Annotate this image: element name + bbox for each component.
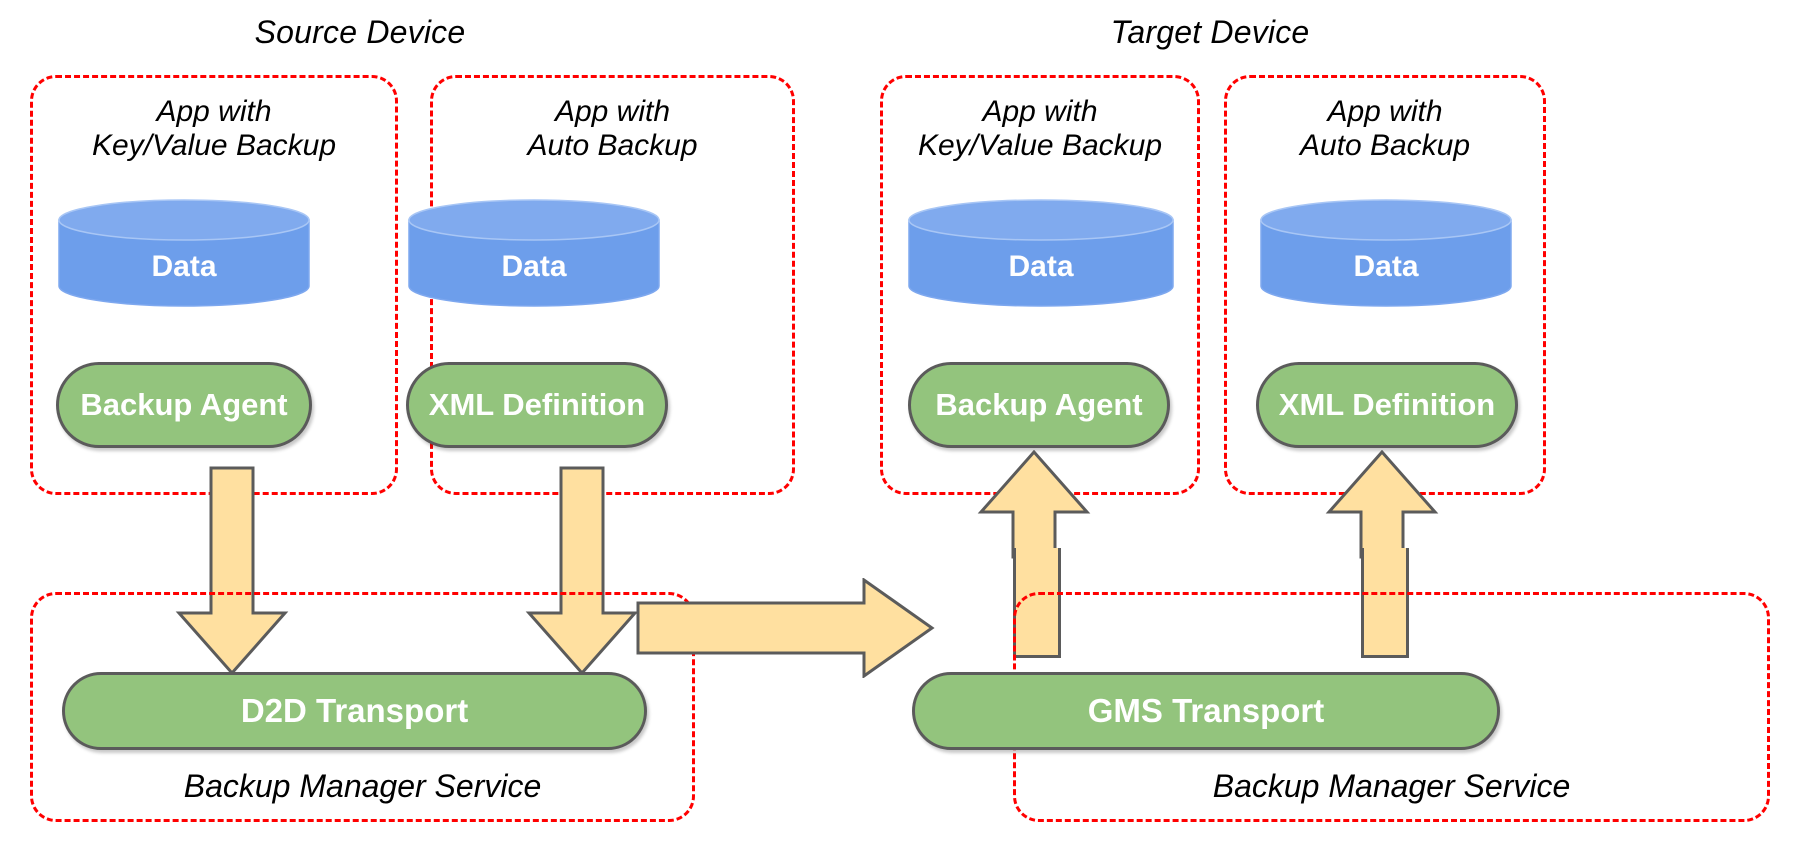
- service-box-source: [30, 592, 695, 822]
- service-label-source: Backup Manager Service: [183, 768, 542, 804]
- app-label-target-keyvalue: App with Key/Value Backup: [917, 95, 1163, 162]
- app-label-source-keyvalue: App with Key/Value Backup: [91, 95, 337, 162]
- flow-arrow-down-source-auto: [525, 466, 639, 676]
- transport-bar-gms[interactable]: GMS Transport: [912, 672, 1500, 750]
- data-cylinder-source-auto: [408, 199, 660, 307]
- component-pill-xml-definition-source[interactable]: XML Definition: [406, 362, 668, 448]
- data-cylinder-target-auto: [1260, 199, 1512, 307]
- flow-arrow-up-target-auto: [1325, 450, 1439, 559]
- component-pill-backup-agent-target[interactable]: Backup Agent: [908, 362, 1170, 448]
- flow-arrow-down-source-keyvalue: [175, 466, 289, 676]
- flow-arrow-up-target-keyvalue: [977, 450, 1091, 559]
- service-label-target: Backup Manager Service: [1212, 768, 1571, 804]
- flow-arrow-up-target-auto-shaft: [1361, 548, 1409, 658]
- app-label-source-auto: App with Auto Backup: [527, 95, 698, 162]
- target-device-title: Target Device: [1110, 14, 1310, 50]
- source-device-title: Source Device: [254, 14, 466, 50]
- data-cylinder-target-keyvalue: [908, 199, 1174, 307]
- transport-bar-d2d[interactable]: D2D Transport: [62, 672, 647, 750]
- transport-link-arrow: [636, 578, 935, 678]
- component-pill-backup-agent-source[interactable]: Backup Agent: [56, 362, 312, 448]
- app-label-target-auto: App with Auto Backup: [1299, 95, 1471, 162]
- data-cylinder-source-keyvalue: [58, 199, 310, 307]
- component-pill-xml-definition-target[interactable]: XML Definition: [1256, 362, 1518, 448]
